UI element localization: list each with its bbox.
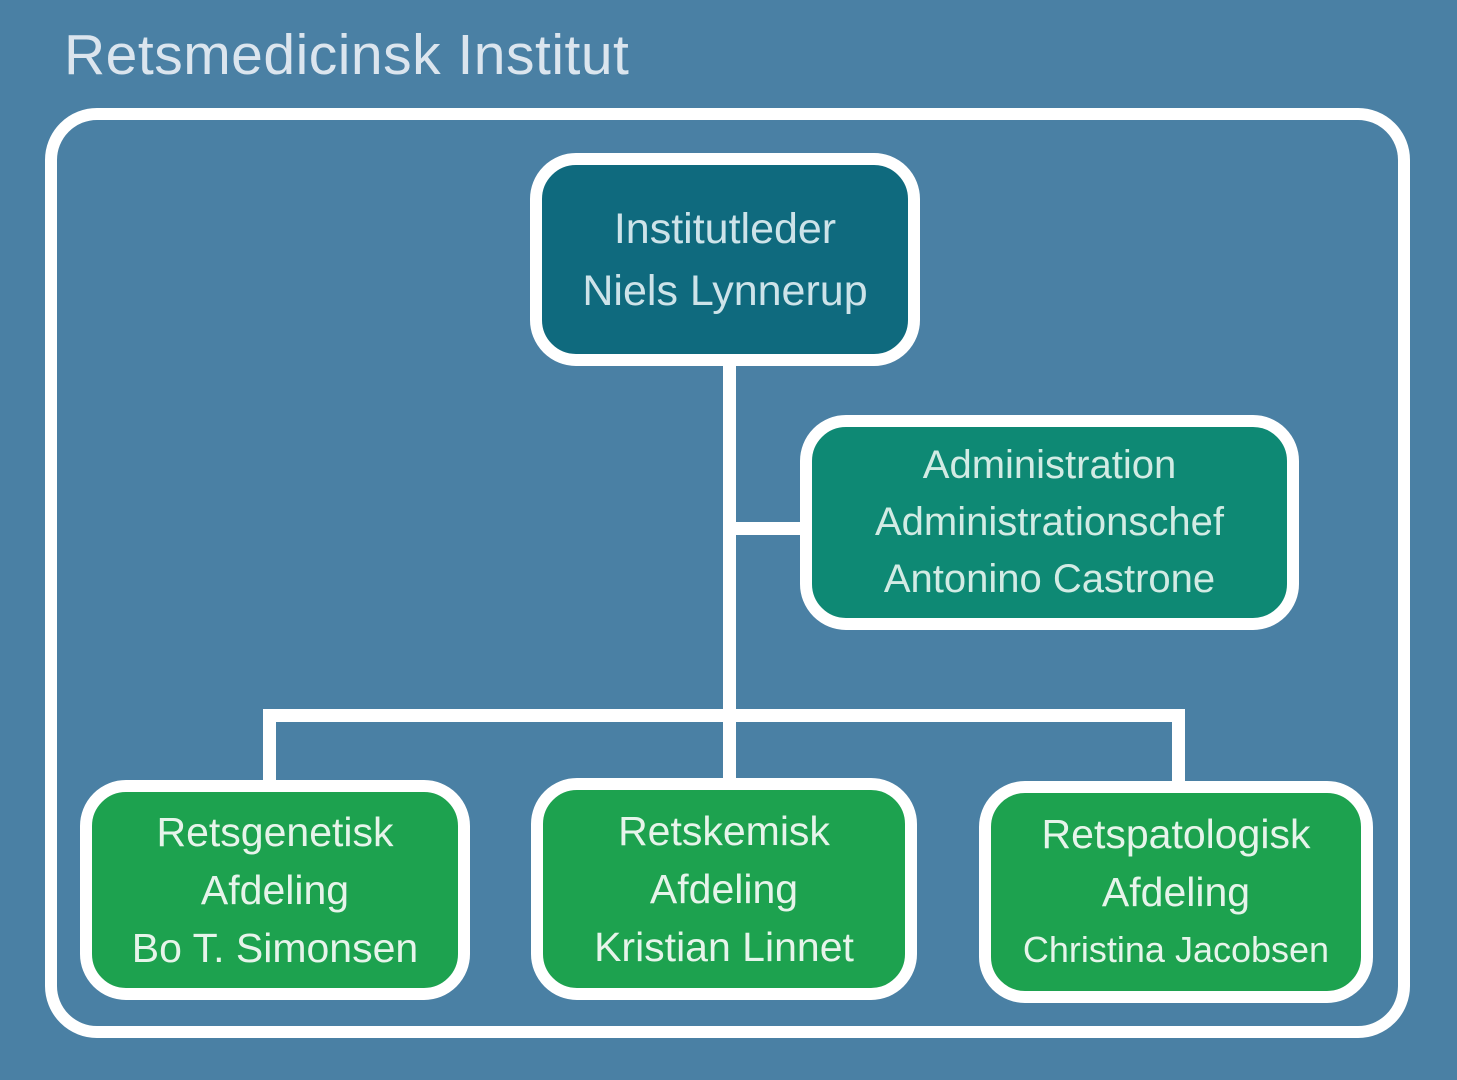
- connector-leader-vertical: [723, 360, 736, 716]
- department-line2: Afdeling: [200, 867, 350, 913]
- department-head-name: Kristian Linnet: [594, 924, 854, 970]
- admin-role: Administrationschef: [874, 500, 1225, 544]
- connector-drop-right: [1172, 715, 1185, 789]
- department-head-name: Christina Jacobsen: [1022, 929, 1330, 970]
- org-chart-frame: [45, 108, 1410, 1038]
- department-node-retskemisk: Retskemisk Afdeling Kristian Linnet: [531, 778, 917, 1000]
- admin-node: Administration Administrationschef Anton…: [800, 415, 1299, 630]
- org-chart-title: Retsmedicinsk Institut: [64, 23, 630, 87]
- department-node-retspatologisk: Retspatologisk Afdeling Christina Jacobs…: [979, 781, 1373, 1003]
- department-line1: Retskemisk: [618, 808, 830, 854]
- leader-node: Institutleder Niels Lynnerup: [530, 153, 920, 366]
- department-head-name: Bo T. Simonsen: [131, 925, 419, 971]
- leader-name: Niels Lynnerup: [582, 266, 868, 315]
- admin-unit: Administration: [922, 443, 1177, 487]
- department-line2: Afdeling: [649, 866, 799, 912]
- connector-drop-middle: [723, 715, 736, 787]
- department-line2: Afdeling: [1101, 869, 1251, 915]
- department-line1: Retspatologisk: [1041, 811, 1311, 857]
- leader-role: Institutleder: [613, 204, 837, 253]
- admin-name: Antonino Castrone: [883, 557, 1216, 601]
- department-node-retsgenetisk: Retsgenetisk Afdeling Bo T. Simonsen: [80, 780, 470, 1000]
- connector-admin-branch: [730, 522, 812, 535]
- department-line1: Retsgenetisk: [156, 809, 394, 855]
- connector-drop-left: [263, 715, 276, 787]
